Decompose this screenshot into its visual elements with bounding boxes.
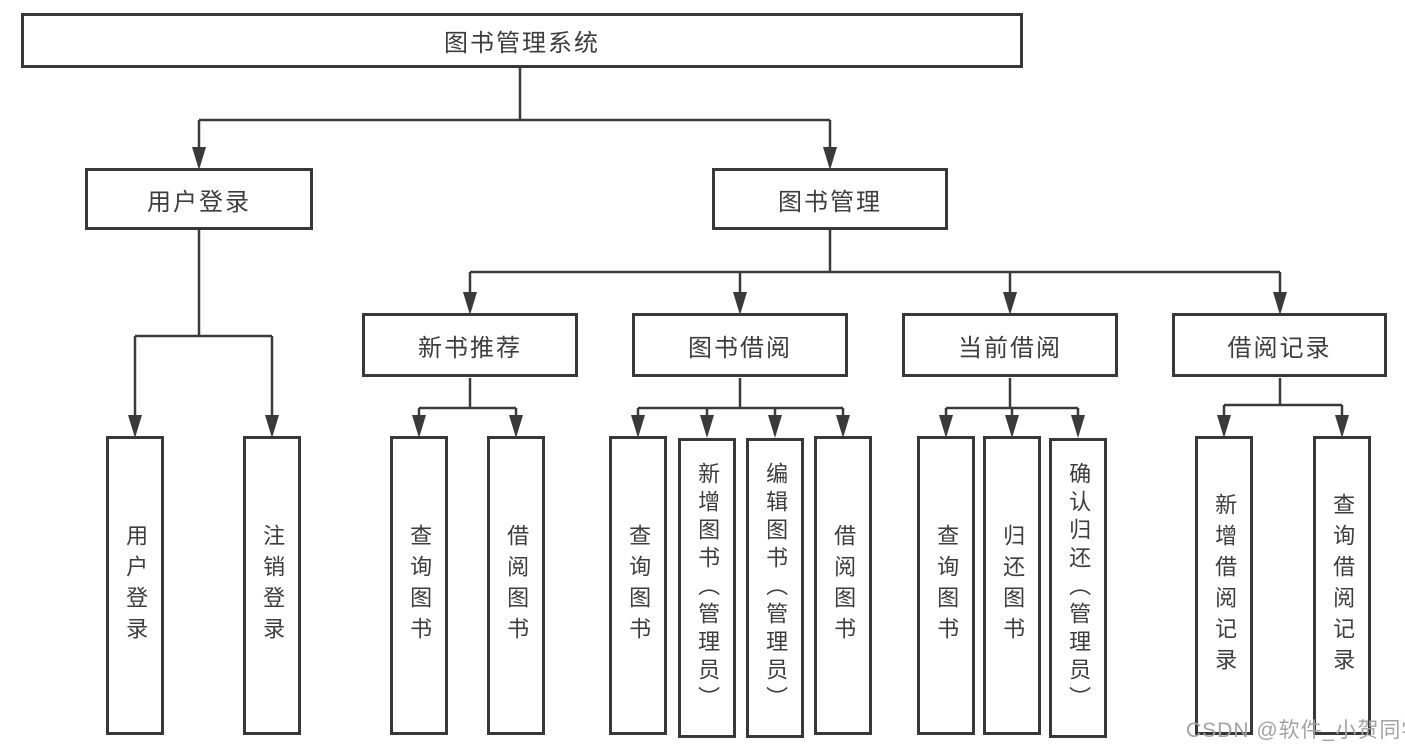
leaf-borrow-books-borrowing: 借阅图书 (814, 436, 872, 735)
leaf-borrow-books-borrowing-label: 借阅图书 (831, 523, 857, 648)
node-current-borrowing: 当前借阅 (902, 313, 1118, 377)
leaf-logout: 注销登录 (243, 436, 301, 735)
node-root-library-system: 图书管理系统 (21, 13, 1023, 68)
leaf-logout-label: 注销登录 (260, 523, 286, 648)
leaf-query-books-recommend-label: 查询图书 (407, 523, 433, 648)
leaf-borrow-books-recommend: 借阅图书 (487, 436, 545, 735)
leaf-user-login: 用户登录 (106, 436, 164, 735)
node-borrowing-records: 借阅记录 (1172, 313, 1387, 377)
leaf-confirm-return-admin: 确认归还（管理员） (1049, 438, 1107, 738)
leaf-add-borrow-record-label: 新增借阅记录 (1212, 492, 1238, 679)
leaf-query-borrow-record: 查询借阅记录 (1313, 436, 1371, 735)
leaf-add-borrow-record: 新增借阅记录 (1195, 436, 1253, 735)
leaf-query-borrow-record-label: 查询借阅记录 (1330, 492, 1356, 679)
watermark: CSDN @软件_小贺同学 (1186, 719, 1405, 742)
leaf-add-book-admin: 新增图书（管理员） (678, 438, 736, 738)
leaf-add-book-admin-label: 新增图书（管理员） (695, 462, 721, 714)
leaf-borrow-books-recommend-label: 借阅图书 (504, 523, 530, 648)
node-book-borrowing: 图书借阅 (632, 313, 848, 377)
leaf-query-books-recommend: 查询图书 (390, 436, 448, 735)
node-new-book-recommendation: 新书推荐 (362, 313, 578, 377)
leaf-return-books: 归还图书 (983, 436, 1041, 735)
leaf-edit-book-admin: 编辑图书（管理员） (746, 438, 804, 738)
leaf-query-books-current-label: 查询图书 (934, 523, 960, 648)
leaf-query-books-current: 查询图书 (917, 436, 975, 735)
node-book-management: 图书管理 (712, 168, 948, 230)
leaf-query-books-borrowing-label: 查询图书 (626, 523, 652, 648)
node-user-login: 用户登录 (85, 168, 313, 230)
leaf-query-books-borrowing: 查询图书 (609, 436, 667, 735)
leaf-confirm-return-admin-label: 确认归还（管理员） (1066, 462, 1092, 714)
leaf-edit-book-admin-label: 编辑图书（管理员） (763, 462, 789, 714)
leaf-return-books-label: 归还图书 (1000, 523, 1026, 648)
leaf-user-login-label: 用户登录 (123, 523, 149, 648)
